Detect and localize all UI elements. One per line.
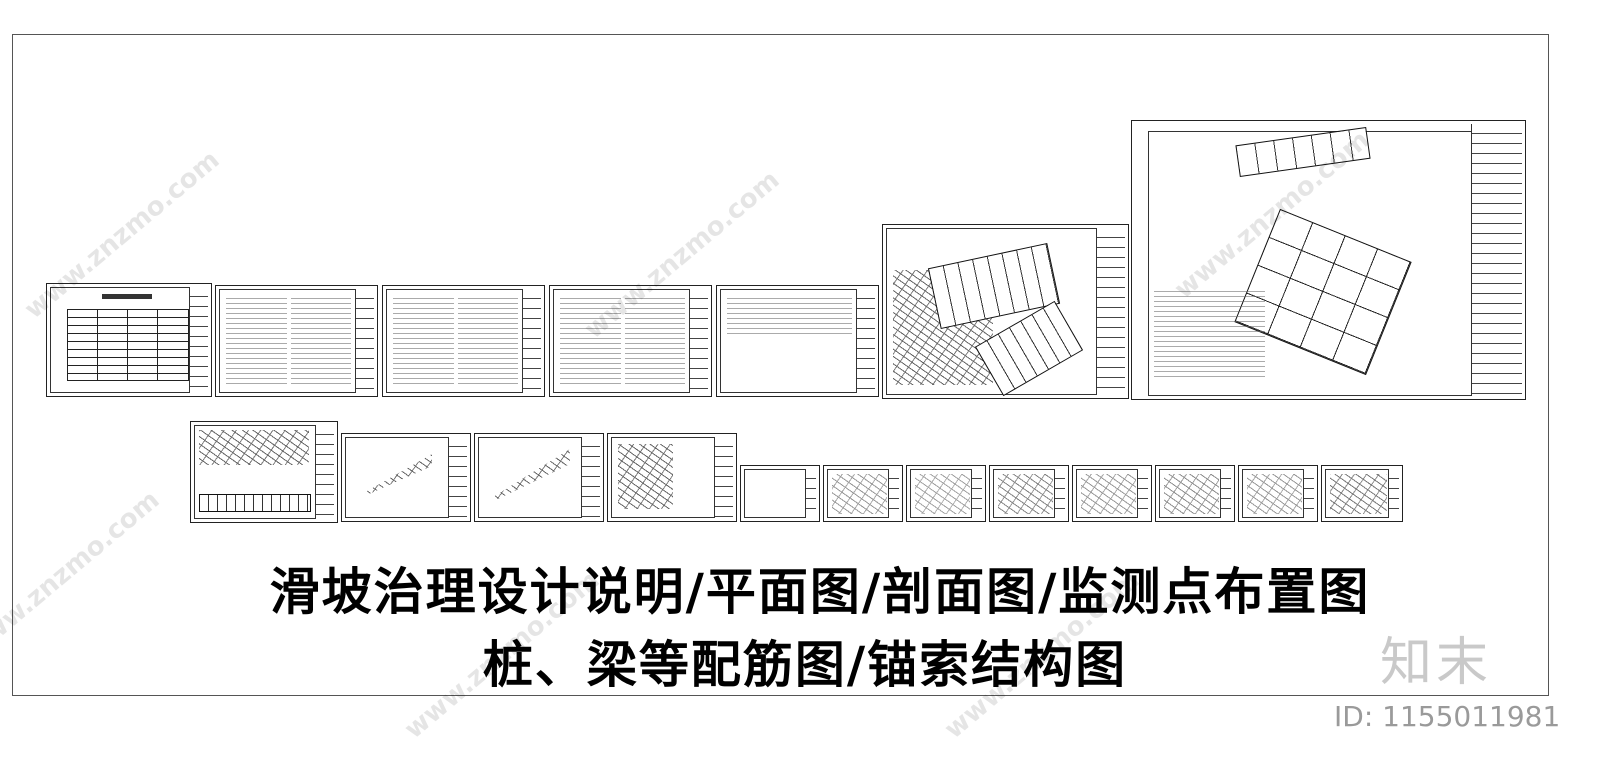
drawing-sheet-detail-6 bbox=[1155, 465, 1235, 522]
drawing-sheet-notes-2 bbox=[382, 285, 545, 397]
brand-logo: 知末 bbox=[1380, 633, 1493, 693]
drawing-sheet-detail-7 bbox=[1238, 465, 1318, 522]
drawing-sheet-plan bbox=[882, 224, 1129, 399]
drawing-sheet-detail-2 bbox=[823, 465, 903, 522]
image-id: ID: 1155011981 bbox=[1334, 700, 1561, 733]
drawing-sheet-detail-4 bbox=[989, 465, 1069, 522]
drawing-sheet-notes-1 bbox=[215, 285, 378, 397]
caption-line-1: 滑坡治理设计说明/平面图/剖面图/监测点布置图 bbox=[269, 562, 1371, 621]
drawing-frame bbox=[12, 34, 1549, 696]
drawing-sheet-detail-3 bbox=[906, 465, 986, 522]
drawing-sheet-notes-3 bbox=[549, 285, 712, 397]
drawing-sheet-section-1 bbox=[190, 421, 338, 523]
drawing-sheet-detail-1 bbox=[740, 465, 820, 522]
drawing-sheet-monitoring bbox=[1131, 120, 1526, 400]
drawing-sheet-section-2 bbox=[341, 433, 471, 522]
drawing-sheet-section-4 bbox=[607, 433, 737, 522]
drawing-sheet-detail-5 bbox=[1072, 465, 1152, 522]
drawing-sheet-section-3 bbox=[474, 433, 604, 522]
drawing-sheet-notes-4 bbox=[716, 285, 879, 397]
caption-line-2: 桩、梁等配筋图/锚索结构图 bbox=[482, 635, 1128, 694]
drawing-sheet-detail-8 bbox=[1321, 465, 1403, 522]
drawing-sheet-index bbox=[46, 283, 212, 397]
